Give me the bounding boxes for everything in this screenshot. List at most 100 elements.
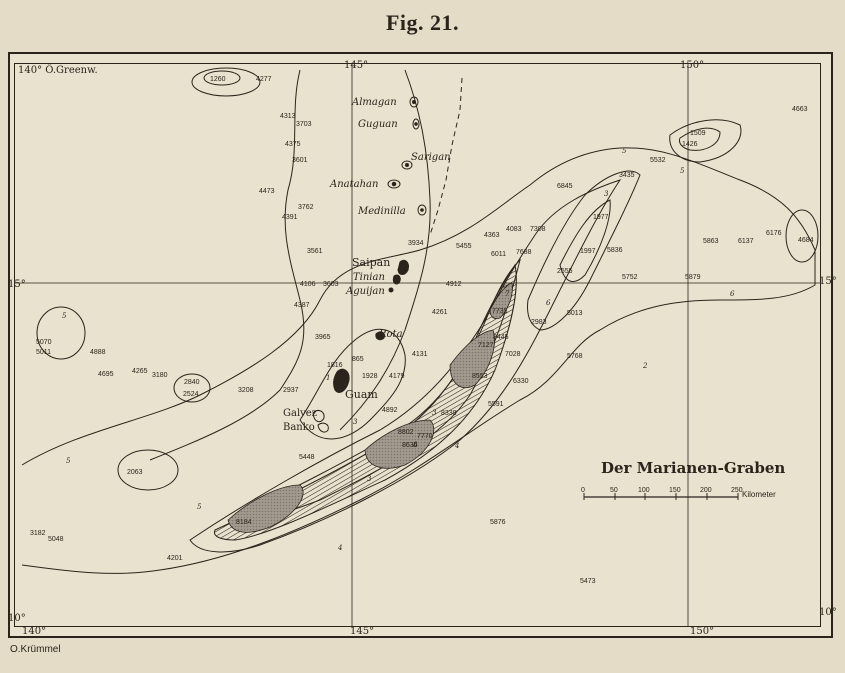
sounding: 5876: [490, 519, 506, 526]
contour-guam-shelf: [299, 328, 406, 440]
graticule: [14, 63, 821, 627]
label-galvez: Galvez: [283, 408, 317, 419]
sounding: 4888: [90, 349, 106, 356]
island-medinilla: [417, 204, 427, 216]
graticule-labels: 140° Ö.Greenw. 145° 150° 15° 15° 10° 10°…: [8, 60, 837, 637]
scale-label: 0: [581, 487, 585, 494]
sounding: 4106: [300, 281, 316, 288]
contour-index: 1: [326, 374, 330, 382]
sounding: 6176: [766, 230, 782, 237]
contour-far-east: [785, 209, 819, 263]
contour-index: 7: [505, 290, 510, 298]
sounding: 4684: [798, 237, 814, 244]
scale-bar: 0 50 100 150 200 250 Kilometer: [581, 487, 776, 500]
sounding: 8445: [493, 334, 509, 341]
sounding: 5752: [622, 274, 638, 281]
sounding: 6011: [491, 251, 506, 258]
island-sarigan: [401, 160, 413, 170]
island-rota: [375, 331, 385, 341]
label-saipan: Saipan: [352, 256, 390, 269]
sounding: 8184: [236, 519, 252, 526]
sounding: 3182: [30, 530, 46, 537]
sounding: 7127: [478, 342, 494, 349]
label-almagan: Almagan: [351, 97, 397, 108]
label-tinian: Tinian: [353, 272, 385, 283]
contour-top-seamount-inner: [203, 70, 241, 86]
label-guguan: Guguan: [358, 119, 398, 130]
trench-stipple-ne: [449, 329, 495, 389]
sounding: 4261: [432, 309, 448, 316]
sounding: 5473: [580, 578, 596, 585]
label-top-145: 145°: [344, 60, 368, 71]
sounding: 1928: [362, 373, 378, 380]
contour-east-seamount: [669, 119, 742, 163]
label-140-greenw: 140° Ö.Greenw.: [18, 64, 98, 76]
sounding: 4387: [294, 302, 310, 309]
sounding: 5013: [567, 310, 583, 317]
sounding: 5768: [567, 353, 583, 360]
sounding: 2063: [127, 469, 143, 476]
label-left-15: 15°: [8, 279, 26, 290]
sounding: 4265: [132, 368, 148, 375]
sounding: 4363: [484, 232, 500, 239]
contour-ne-ridge: [527, 170, 641, 331]
sounding: 2983: [531, 319, 547, 326]
sounding: 6137: [738, 238, 754, 245]
sounding: 4892: [382, 407, 398, 414]
sounding: 1977: [593, 214, 609, 221]
map-title: Der Marianen-Graben: [601, 459, 785, 477]
sounding: 1816: [327, 362, 343, 369]
sounding: 3934: [408, 240, 424, 247]
contour-ne-inner: [559, 199, 611, 283]
sounding: 7735: [492, 308, 508, 315]
sounding: 4391: [282, 214, 298, 221]
contour-index: 3: [432, 409, 437, 417]
contour-index: 5: [62, 312, 67, 320]
label-right-10: 10°: [819, 607, 837, 618]
label-guam: Guam: [345, 388, 378, 401]
contour-index: 6: [503, 282, 508, 290]
map-inner-border: [14, 63, 821, 627]
scale-label: 200: [700, 487, 712, 494]
sounding: 5532: [650, 157, 666, 164]
island-almagan: [409, 96, 419, 108]
label-right-15: 15°: [819, 276, 837, 287]
contour-index: 2: [642, 362, 648, 370]
contour-east-ridge: [339, 69, 431, 431]
sounding: 7308: [530, 226, 546, 233]
sounding: 3180: [152, 372, 168, 379]
contour-top-seamount: [191, 67, 261, 97]
label-left-10: 10°: [8, 613, 26, 624]
contour-index: 5: [622, 147, 627, 155]
contour-outer-trench: [21, 147, 816, 574]
sounding: 6845: [557, 183, 573, 190]
sounding: 8553: [472, 373, 488, 380]
sounding: 2524: [183, 391, 199, 398]
label-banko: Banko: [283, 422, 315, 433]
island-galvez-bank: [312, 410, 325, 423]
trench-shading: [213, 263, 517, 541]
contour-index: 4: [337, 544, 342, 552]
contour-index: 5: [680, 167, 685, 175]
sounding: 5011: [36, 349, 51, 356]
sounding: 5879: [685, 274, 701, 281]
trench-stipple-sw: [227, 484, 304, 533]
sounding: 4663: [792, 106, 808, 113]
soundings: 1260 4277 4313 3703 4375 3601 4473 3762 …: [30, 76, 814, 585]
label-bottom-140: 140°: [22, 626, 46, 637]
sounding: 4277: [256, 76, 272, 83]
island-banko: [317, 422, 329, 433]
sounding: 4473: [259, 188, 275, 195]
map-frame: [8, 52, 833, 638]
sounding: 3208: [238, 387, 254, 394]
scale-label: 50: [610, 487, 618, 494]
sounding: 4131: [412, 351, 428, 358]
label-anatahan: Anatahan: [329, 179, 378, 190]
sounding: 8338: [441, 410, 457, 417]
sounding: 1426: [682, 141, 698, 148]
sounding: 8802: [398, 429, 414, 436]
sounding: 2937: [283, 387, 299, 394]
sounding: 4083: [506, 226, 522, 233]
trench-stipple-mid: [364, 419, 435, 469]
